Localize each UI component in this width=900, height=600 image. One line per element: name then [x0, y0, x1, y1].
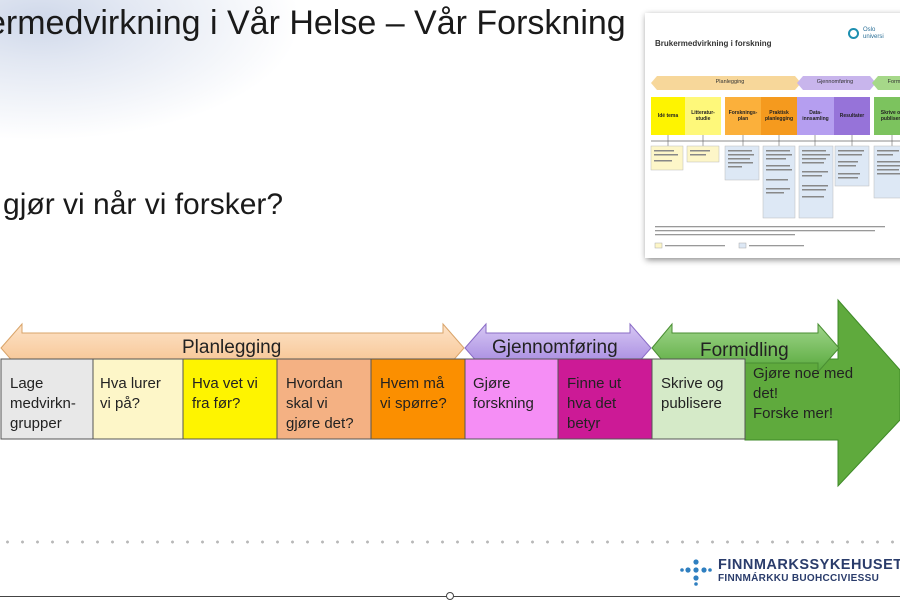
box-rect [92, 358, 184, 440]
box-label: Gjøre forskning [473, 375, 534, 412]
thumbnail-box: Resultater [839, 113, 865, 119]
thumbnail-stage-dissemination: Form [887, 79, 900, 85]
box-rect [464, 358, 559, 440]
thumbnail-box: Idé tema [657, 113, 679, 119]
thumbnail-box: Praktisk planlegging [764, 110, 794, 122]
box-label: Lage medvirkn- grupper [10, 375, 76, 432]
stage-label-dissemination: Formidling [700, 340, 789, 361]
box-rect [182, 358, 278, 440]
hospital-logo-icon [680, 559, 712, 586]
stage-label-planning: Planlegging [182, 337, 282, 358]
thumbnail-box: Skrive og publisere [880, 110, 900, 122]
stage-label-execution: Gjennomføring [492, 337, 618, 358]
thumbnail-box: Data-innsamling [802, 110, 829, 122]
box-label: Hvem må vi spørre? [380, 375, 447, 412]
dotted-divider [0, 540, 900, 544]
organization-name: FINNMARKSSYKEHUSET [718, 557, 900, 573]
thumbnail-title: Brukermedvirkning i forskning [655, 39, 772, 48]
box-label: Finne ut hva det betyr [567, 375, 622, 432]
box-rect [276, 358, 372, 440]
box-rect [651, 358, 746, 440]
progress-handle[interactable] [446, 592, 454, 600]
thumbnail-box: Litteratur-studie [691, 110, 715, 122]
thumbnail-diagram [650, 76, 900, 249]
thumbnail-box: Forsknings-plan [728, 110, 758, 122]
box-rect [557, 358, 653, 440]
box-rect [370, 358, 466, 440]
box-label: Gjøre noe med det! Forske mer! [753, 365, 854, 422]
box-label: Skrive og publisere [661, 375, 724, 412]
box-label: Hvordan skal vi gjøre det? [286, 375, 354, 432]
document-thumbnail: Brukermedvirkning i forskning Oslo unive… [645, 13, 900, 258]
university-logo-icon [848, 28, 859, 39]
thumbnail-stage-execution: Gjennomføring [816, 79, 854, 85]
slide-question: a gjør vi når vi forsker? [0, 188, 284, 221]
slide-title: kermedvirkning i Vår Helse – Vår Forskni… [0, 4, 626, 42]
box-label: Hva lurer vi på? [100, 375, 161, 412]
organization-name-sami: FINNMÁRKKU BUOHCCIVIESSU [718, 573, 880, 584]
thumbnail-logo-text: Oslo universi [863, 27, 884, 40]
big-arrow-head [744, 298, 900, 488]
box-label: Hva vet vi fra før? [192, 375, 258, 412]
thumbnail-stage-planning: Planlegging [715, 79, 745, 85]
box-rect [0, 358, 94, 440]
